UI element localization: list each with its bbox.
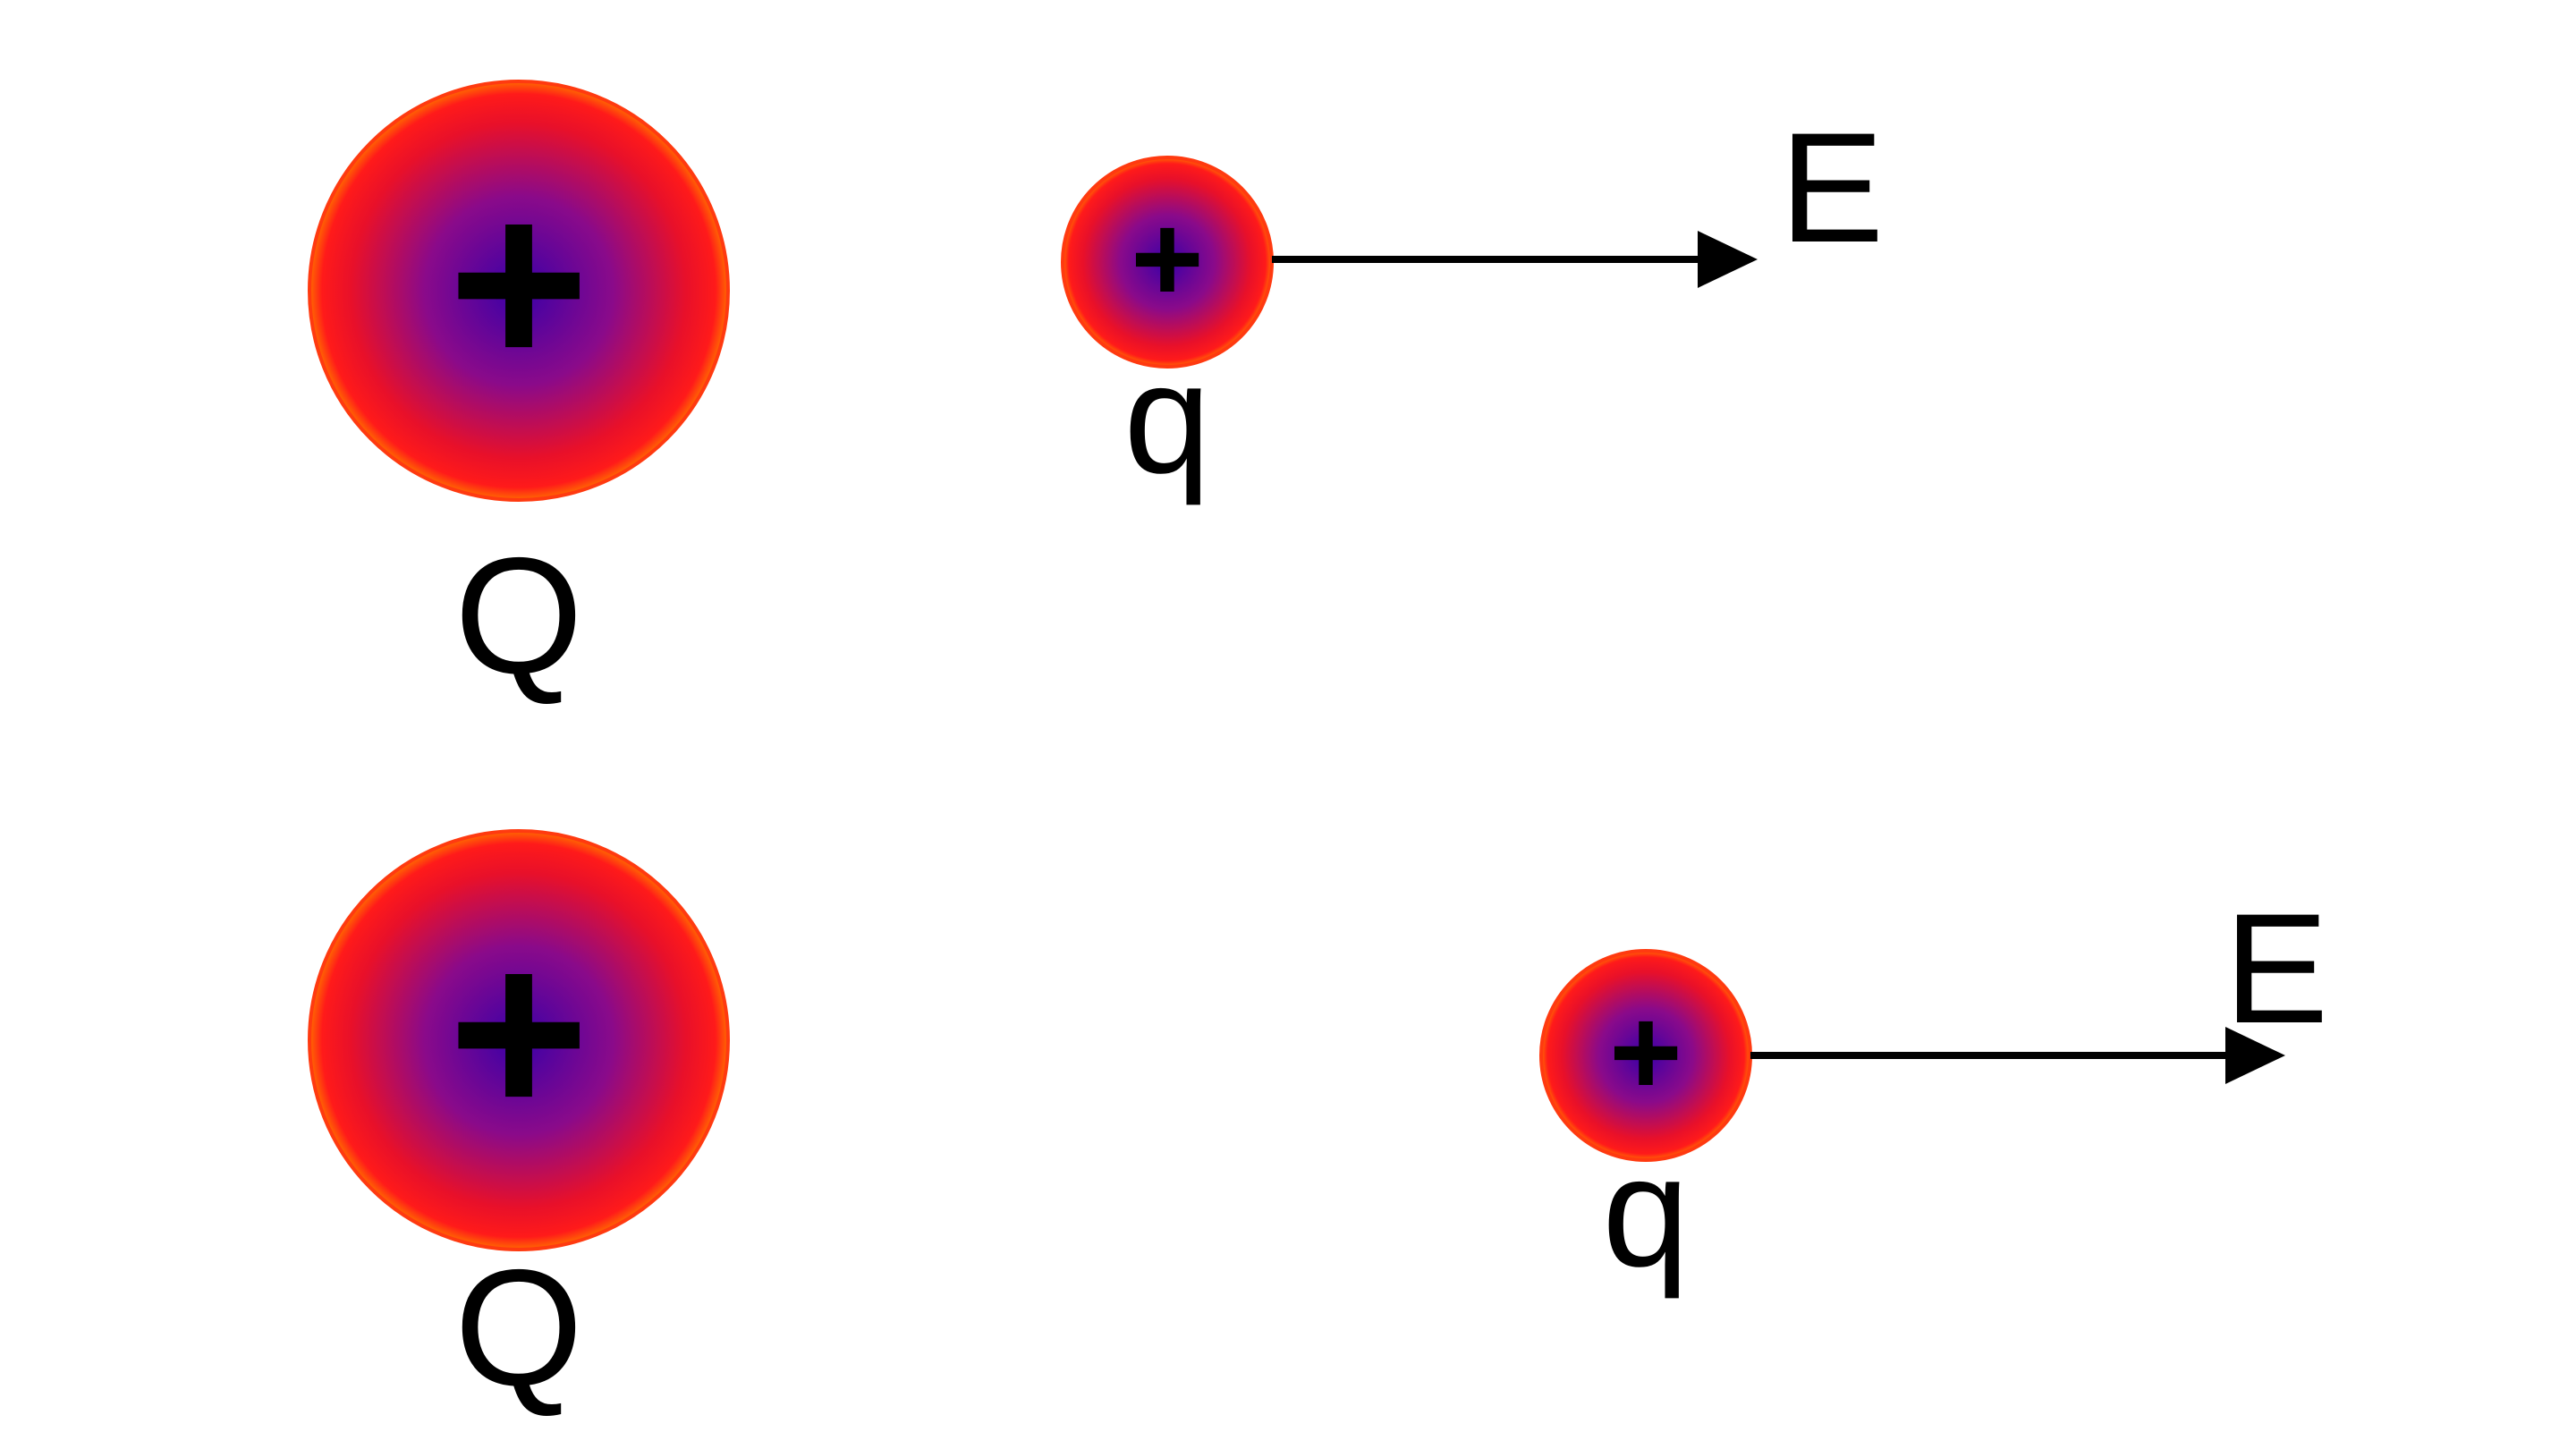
- test-charge-sign: +: [1609, 981, 1682, 1122]
- source-charge-sign: +: [448, 898, 589, 1167]
- test-charge-bottom: + q: [1539, 949, 1752, 1300]
- field-arrow-head: [2225, 1027, 2285, 1084]
- source-charge-top: + Q: [308, 80, 730, 708]
- field-arrow-head: [1698, 231, 1758, 288]
- field-vector-top: E: [1272, 101, 1884, 288]
- test-charge-top: + q: [1061, 156, 1274, 506]
- test-charge-sign: +: [1131, 188, 1204, 328]
- source-charge-sphere: [308, 80, 730, 502]
- field-label: E: [1780, 101, 1885, 275]
- test-charge-label: q: [1123, 332, 1210, 506]
- source-charge-bottom: + Q: [308, 829, 730, 1420]
- panel-top: + Q + q E: [308, 80, 1884, 708]
- field-label: E: [2224, 882, 2329, 1056]
- field-vector-bottom: E: [1750, 882, 2328, 1084]
- source-charge-label: Q: [454, 524, 583, 708]
- source-charge-sign: +: [448, 148, 589, 418]
- source-charge-label: Q: [454, 1236, 583, 1420]
- source-charge-sphere: [308, 829, 730, 1251]
- test-charge-label: q: [1602, 1125, 1689, 1300]
- panel-bottom: + Q + q E: [308, 829, 2328, 1420]
